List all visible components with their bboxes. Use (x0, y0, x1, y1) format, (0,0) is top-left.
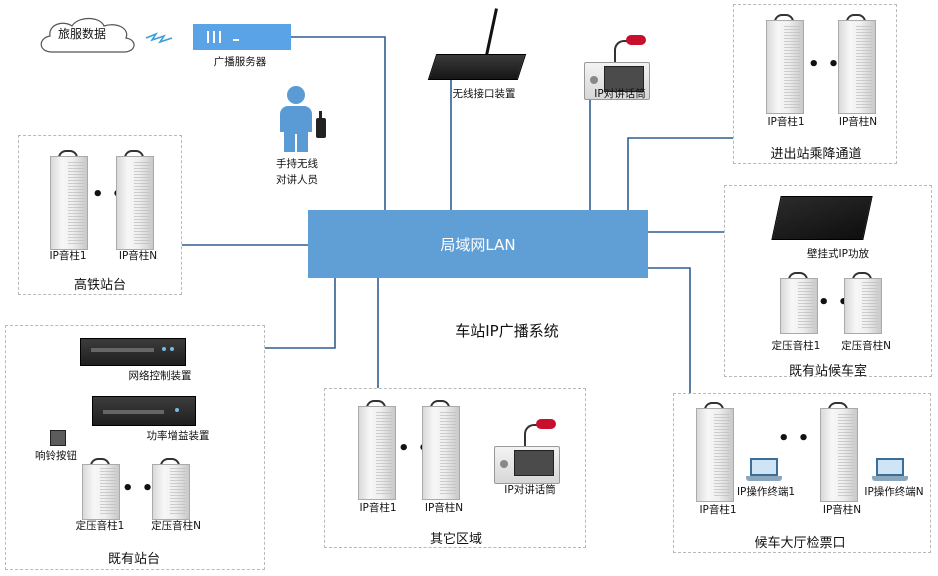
speaker-column-icon (694, 402, 736, 502)
speaker-label: IP音柱1 (359, 502, 397, 514)
terminal-label: IP操作终端N (864, 486, 924, 498)
cloud-icon (40, 17, 135, 53)
speaker-column-icon (836, 14, 878, 114)
speaker-column-icon (420, 400, 462, 500)
handheld-label-line2: 对讲人员 (276, 174, 318, 186)
laptop-icon (746, 458, 782, 484)
zone-title: 进出站乘降通道 (770, 147, 862, 162)
terminal-label: IP操作终端1 (736, 486, 796, 498)
speaker-label: 定压音柱1 (771, 340, 821, 352)
speaker-label: 定压音柱1 (75, 520, 125, 532)
intercom-label-top: IP对讲话筒 (594, 88, 646, 100)
lan-label: 局域网LAN (440, 236, 516, 254)
system-title: 车站IP广播系统 (455, 322, 559, 340)
lan-bar: 局域网LAN (308, 210, 648, 278)
speaker-column-icon (818, 402, 860, 502)
broadcast-server-icon (193, 24, 291, 50)
ip-intercom-mic-icon (584, 34, 650, 100)
handheld-person-icon (276, 86, 316, 152)
speaker-column-icon (842, 272, 884, 334)
intercom-label: IP对讲话筒 (504, 484, 556, 496)
speaker-column-icon (114, 150, 156, 250)
speaker-label: IP音柱N (424, 502, 464, 514)
speaker-label: IP音柱1 (767, 116, 805, 128)
ip-intercom-mic-icon (494, 418, 560, 484)
speaker-column-icon (150, 458, 192, 520)
cloud-label: 旅服数据 (58, 27, 107, 41)
wireless-label: 无线接口装置 (452, 88, 516, 100)
speaker-column-icon (764, 14, 806, 114)
speaker-label: IP音柱1 (699, 504, 737, 516)
ellipsis: • • • (778, 428, 831, 449)
speaker-label: IP音柱N (118, 250, 158, 262)
power-amp-label: 功率增益装置 (146, 430, 210, 442)
wireless-signal-icon (145, 32, 173, 44)
net-ctrl-label: 网络控制装置 (128, 370, 192, 382)
speaker-column-icon (356, 400, 398, 500)
speaker-label: 定压音柱N (841, 340, 891, 352)
wire-server (291, 36, 386, 210)
speaker-column-icon (48, 150, 90, 250)
wire-jinchu (627, 137, 733, 210)
speaker-column-icon (80, 458, 122, 520)
speaker-label: IP音柱N (838, 116, 878, 128)
laptop-icon (872, 458, 908, 484)
bell-button-icon (50, 430, 66, 446)
wire-jiyou (265, 278, 336, 349)
wireless-interface-icon (427, 8, 527, 80)
speaker-column-icon (778, 272, 820, 334)
handheld-label-line1: 手持无线 (276, 158, 318, 170)
zone-title: 既有站候车室 (788, 364, 868, 379)
speaker-label: IP音柱1 (49, 250, 87, 262)
server-label: 广播服务器 (213, 56, 267, 68)
bell-label: 响铃按钮 (35, 450, 77, 462)
speaker-label: IP音柱N (822, 504, 862, 516)
zone-title: 候车大厅检票口 (754, 536, 846, 551)
zone-title: 其它区域 (429, 532, 483, 547)
zone-gaotie (18, 135, 182, 295)
wall-amp-label: 壁挂式IP功放 (807, 248, 869, 260)
wall-amplifier-icon (771, 196, 873, 240)
wire-hall (648, 267, 691, 393)
speaker-label: 定压音柱N (151, 520, 201, 532)
zone-title: 高铁站台 (73, 278, 127, 293)
power-amplifier-icon (92, 396, 196, 426)
zone-title: 既有站台 (107, 552, 161, 567)
handheld-radio-icon (316, 111, 326, 138)
network-controller-icon (80, 338, 186, 366)
